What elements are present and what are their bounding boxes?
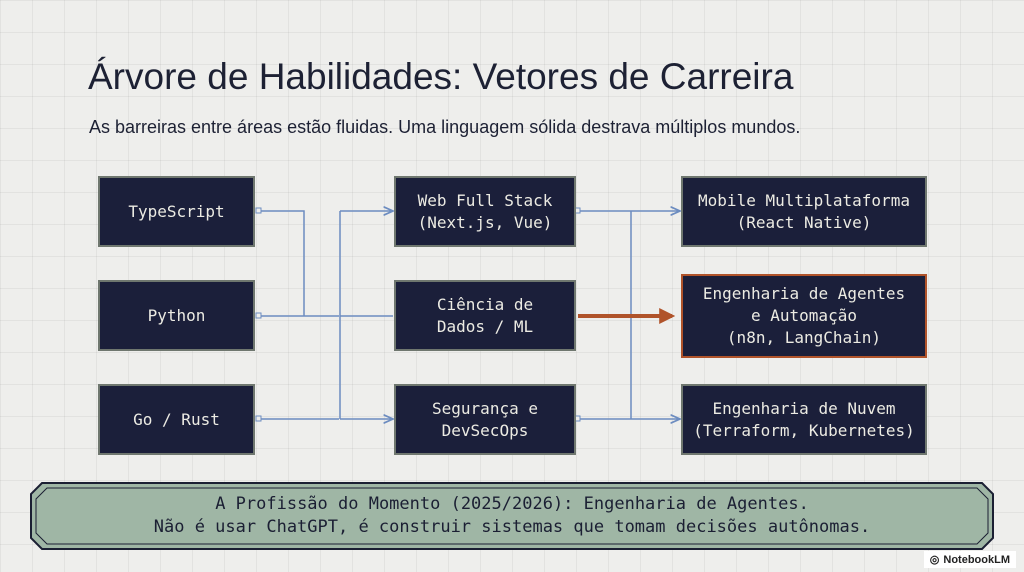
callout-line-2: Não é usar ChatGPT, é construir sistemas…	[153, 517, 871, 537]
node-agent-engineering: Engenharia de Agentes e Automação (n8n, …	[681, 274, 927, 358]
node-mobile: Mobile Multiplataforma (React Native)	[681, 176, 927, 247]
node-python: Python	[98, 280, 255, 351]
notebooklm-logo-icon: ◎	[929, 554, 940, 566]
notebooklm-watermark: ◎ NotebookLM	[923, 551, 1016, 568]
callout-text: A Profissão do Momento (2025/2026): Enge…	[30, 488, 994, 544]
wire-typescript	[259, 210, 305, 316]
callout-banner	[30, 482, 994, 550]
node-cloud-engineering: Engenharia de Nuvem (Terraform, Kubernet…	[681, 384, 927, 455]
node-typescript: TypeScript	[98, 176, 255, 247]
page-title: Árvore de Habilidades: Vetores de Carrei…	[88, 56, 794, 97]
callout-line-1: A Profissão do Momento (2025/2026): Enge…	[215, 494, 809, 514]
node-go-rust: Go / Rust	[98, 384, 255, 455]
node-security-devsecops: Segurança e DevSecOps	[394, 384, 576, 455]
node-data-science: Ciência de Dados / ML	[394, 280, 576, 351]
page-subtitle: As barreiras entre áreas estão fluidas. …	[89, 117, 801, 137]
brand-label: NotebookLM	[943, 553, 1010, 566]
node-web-full-stack: Web Full Stack (Next.js, Vue)	[394, 176, 576, 247]
